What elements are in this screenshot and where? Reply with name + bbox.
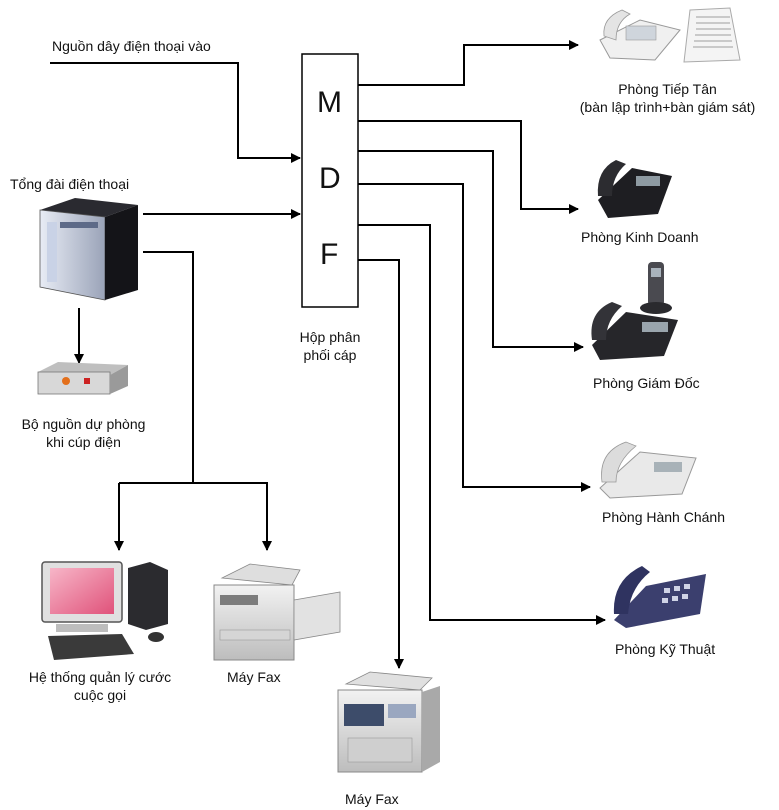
billing-computer-icon: [41, 561, 168, 660]
director-phone-icon: [591, 262, 678, 360]
line-mdf-technical: [358, 224, 606, 625]
reception-label-line1: Phòng Tiếp Tân: [618, 81, 717, 97]
reception-label-line2: (bàn lập trình+bàn giám sát): [579, 99, 756, 115]
sales-label: Phòng Kinh Doanh: [581, 229, 699, 245]
ups-label-line1: Bộ nguồn dự phòng: [21, 416, 146, 432]
line-pbx-branch: [143, 251, 194, 483]
ups-box-icon: [37, 362, 128, 395]
fax-machine-bottom-icon: [337, 671, 440, 773]
ups-label-line2: khi cúp điện: [46, 434, 121, 450]
line-mdf-admin: [358, 183, 591, 492]
line-mdf-sales: [358, 120, 579, 214]
fax-left-label: Máy Fax: [227, 669, 281, 685]
director-label: Phòng Giám Đốc: [593, 375, 700, 391]
mdf-caption-line1: Hộp phân: [299, 329, 361, 345]
mdf-box: [301, 53, 359, 308]
billing-label-line1: Hệ thống quản lý cước: [28, 669, 172, 685]
ups-label: Bộ nguồn dự phòng khi cúp điện: [0, 415, 167, 451]
line-mdf-fax-bottom: [358, 259, 404, 669]
mdf-caption: Hộp phân phối cáp: [270, 328, 390, 364]
line-mdf-reception: [358, 40, 579, 86]
line-branch-fax: [119, 482, 272, 551]
reception-console-icon: [683, 7, 741, 63]
fax-machine-left-icon: [213, 563, 341, 661]
technical-label: Phòng Kỹ Thuật: [615, 641, 716, 657]
billing-label: Hệ thống quản lý cước cuộc gọi: [0, 668, 200, 704]
line-mdf-director: [358, 150, 584, 352]
pbx-label: Tổng đài điện thoại: [10, 176, 130, 192]
reception-phone-icon: [599, 9, 681, 61]
fax-bottom-label: Máy Fax: [345, 791, 399, 807]
mdf-letter-d: D: [319, 162, 341, 195]
admin-phone-icon: [599, 441, 697, 499]
incoming-line-label: Nguồn dây điện thoại vào: [52, 38, 211, 54]
mdf-letter-m: M: [317, 86, 342, 119]
reception-label: Phòng Tiếp Tân (bàn lập trình+bàn giám s…: [560, 80, 775, 116]
sales-phone-icon: [597, 160, 672, 218]
pbx-cabinet-icon: [39, 198, 138, 301]
technical-phone-icon: [613, 566, 706, 628]
connection-lines: [50, 40, 606, 669]
admin-label: Phòng Hành Chánh: [602, 509, 725, 525]
line-incoming: [50, 62, 301, 163]
mdf-caption-line2: phối cáp: [303, 347, 357, 363]
mdf-letter-f: F: [320, 238, 339, 271]
billing-label-line2: cuộc gọi: [73, 687, 127, 703]
